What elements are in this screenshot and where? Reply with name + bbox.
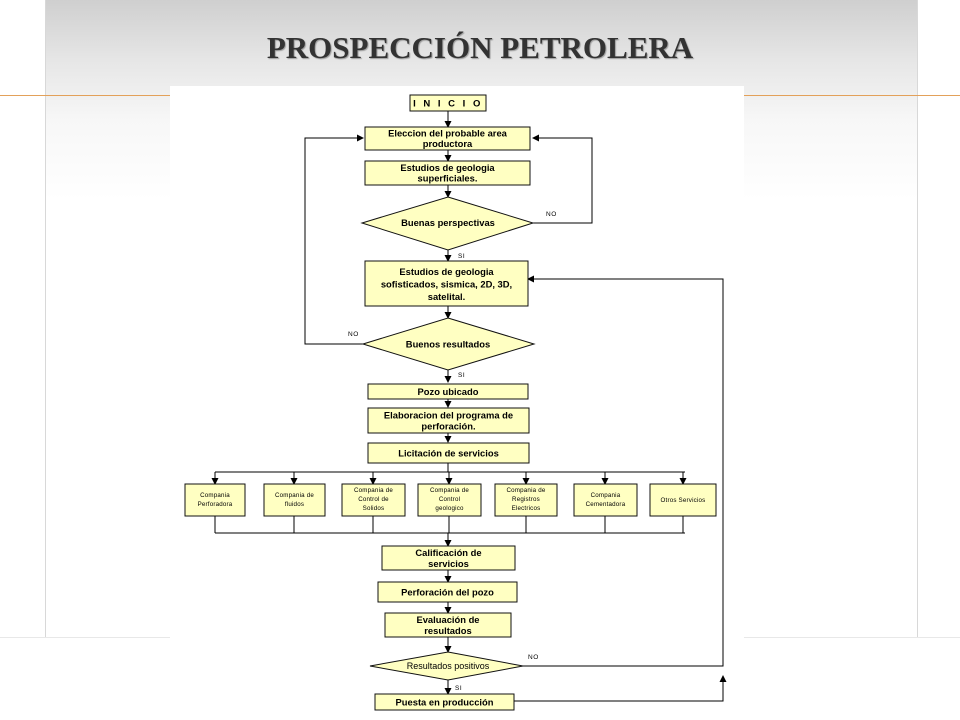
process-advanced-geology: Estudios de geologia sofisticados, sismi… xyxy=(364,260,529,307)
loop-resultados-no xyxy=(304,134,364,345)
company-fluids-line1: Compania de xyxy=(275,492,314,499)
start-node-label: I N I C I O xyxy=(413,99,483,110)
process-surface-geology: Estudios de geologia superficiales. xyxy=(364,160,531,186)
company-drilling-line2: Perforadora xyxy=(198,501,233,508)
process-advanced-geology-line3: satelital. xyxy=(428,291,466,302)
decision-good-results-label: Buenos resultados xyxy=(406,339,490,350)
process-well-drilling-label: Perforación del pozo xyxy=(401,587,494,598)
process-drilling-program-line1: Elaboracion del programa de xyxy=(384,410,513,421)
label-si-positive: SI xyxy=(455,685,462,692)
decision-good-prospects: Buenas perspectivas xyxy=(360,196,535,251)
company-other-services-label: Otros Servicios xyxy=(661,497,706,504)
process-area-selection-line1: Eleccion del probable area xyxy=(388,128,508,139)
process-service-bidding-label: Licitación de servicios xyxy=(398,448,499,459)
connectors xyxy=(211,111,727,702)
slide-right-margin xyxy=(918,0,960,720)
process-production-start-label: Puesta en producción xyxy=(396,697,494,708)
label-si-prospects: SI xyxy=(458,253,465,260)
company-geological-control-line3: geologico xyxy=(435,505,464,512)
company-cementing-line2: Cementadora xyxy=(586,501,626,508)
company-electric-logs-line1: Compania de xyxy=(506,487,545,494)
process-service-rating-line1: Calificación de xyxy=(415,547,481,558)
label-no-prospects: NO xyxy=(546,211,557,218)
company-cementing: Compania Cementadora xyxy=(573,483,638,517)
process-well-drilling: Perforación del pozo xyxy=(377,581,518,603)
company-drilling-line1: Compania xyxy=(200,492,230,499)
process-advanced-geology-line1: Estudios de geologia xyxy=(399,266,494,277)
label-no-results: NO xyxy=(348,331,359,338)
process-drilling-program: Elaboracion del programa de perforación. xyxy=(367,407,530,434)
process-surface-geology-line2: superficiales. xyxy=(418,173,478,184)
loop-perspectivas-no xyxy=(532,134,593,224)
process-area-selection: Eleccion del probable area productora xyxy=(364,126,531,151)
slide-left-edge xyxy=(45,0,46,638)
process-drilling-program-line2: perforación. xyxy=(421,421,475,432)
decision-good-prospects-label: Buenas perspectivas xyxy=(401,217,495,228)
process-area-selection-line2: productora xyxy=(423,138,473,149)
company-fluids: Compania de fluidos xyxy=(263,483,326,517)
company-electric-logs-line3: Electricos xyxy=(512,505,541,512)
process-well-located-label: Pozo ubicado xyxy=(418,386,479,397)
label-si-results: SI xyxy=(458,372,465,379)
process-results-evaluation: Evaluación de resultados xyxy=(384,612,512,638)
company-fluids-line2: fluidos xyxy=(285,501,304,508)
process-surface-geology-line1: Estudios de geologia xyxy=(400,162,495,173)
process-production-start: Puesta en producción xyxy=(374,693,515,711)
company-geological-control: Compania de Control geologico xyxy=(417,483,482,517)
flowchart: I N I C I O Eleccion del probable area p… xyxy=(184,94,727,711)
start-node: I N I C I O xyxy=(409,94,487,112)
company-electric-logs: Compania de Registros Electricos xyxy=(494,483,558,517)
company-cementing-line1: Compania xyxy=(591,492,621,499)
company-geological-control-line1: Compania de xyxy=(430,487,469,494)
decision-positive-results: Resultados positivos xyxy=(369,651,524,681)
company-geological-control-line2: Control xyxy=(439,496,460,503)
slide-right-edge xyxy=(917,0,918,638)
process-well-located: Pozo ubicado xyxy=(367,383,529,400)
label-no-positive: NO xyxy=(528,654,539,661)
flowchart-image: I N I C I O Eleccion del probable area p… xyxy=(170,86,744,720)
company-solids-control: Compania de Control de Solidos xyxy=(341,483,406,517)
company-drilling: Compania Perforadora xyxy=(184,483,246,517)
process-service-bidding: Licitación de servicios xyxy=(367,442,530,464)
company-solids-control-line2: Control de xyxy=(358,496,389,503)
process-service-rating: Calificación de servicios xyxy=(381,545,516,571)
loop-positivos-no xyxy=(523,275,724,667)
company-solids-control-line1: Compania de xyxy=(354,487,393,494)
process-service-rating-line2: servicios xyxy=(428,558,469,569)
slide-left-margin xyxy=(0,0,45,720)
decision-good-results: Buenos resultados xyxy=(361,317,536,371)
process-advanced-geology-line2: sofisticados, sismica, 2D, 3D, xyxy=(381,279,512,290)
line-produccion-return xyxy=(514,675,727,702)
company-electric-logs-line2: Registros xyxy=(512,496,540,503)
process-results-evaluation-line2: resultados xyxy=(424,625,471,636)
slide-title: PROSPECCIÓN PETROLERA xyxy=(266,30,694,65)
decision-positive-results-label: Resultados positivos xyxy=(407,661,490,671)
process-results-evaluation-line1: Evaluación de xyxy=(416,614,479,625)
company-solids-control-line3: Solidos xyxy=(363,505,385,512)
company-other-services: Otros Servicios xyxy=(649,483,717,517)
